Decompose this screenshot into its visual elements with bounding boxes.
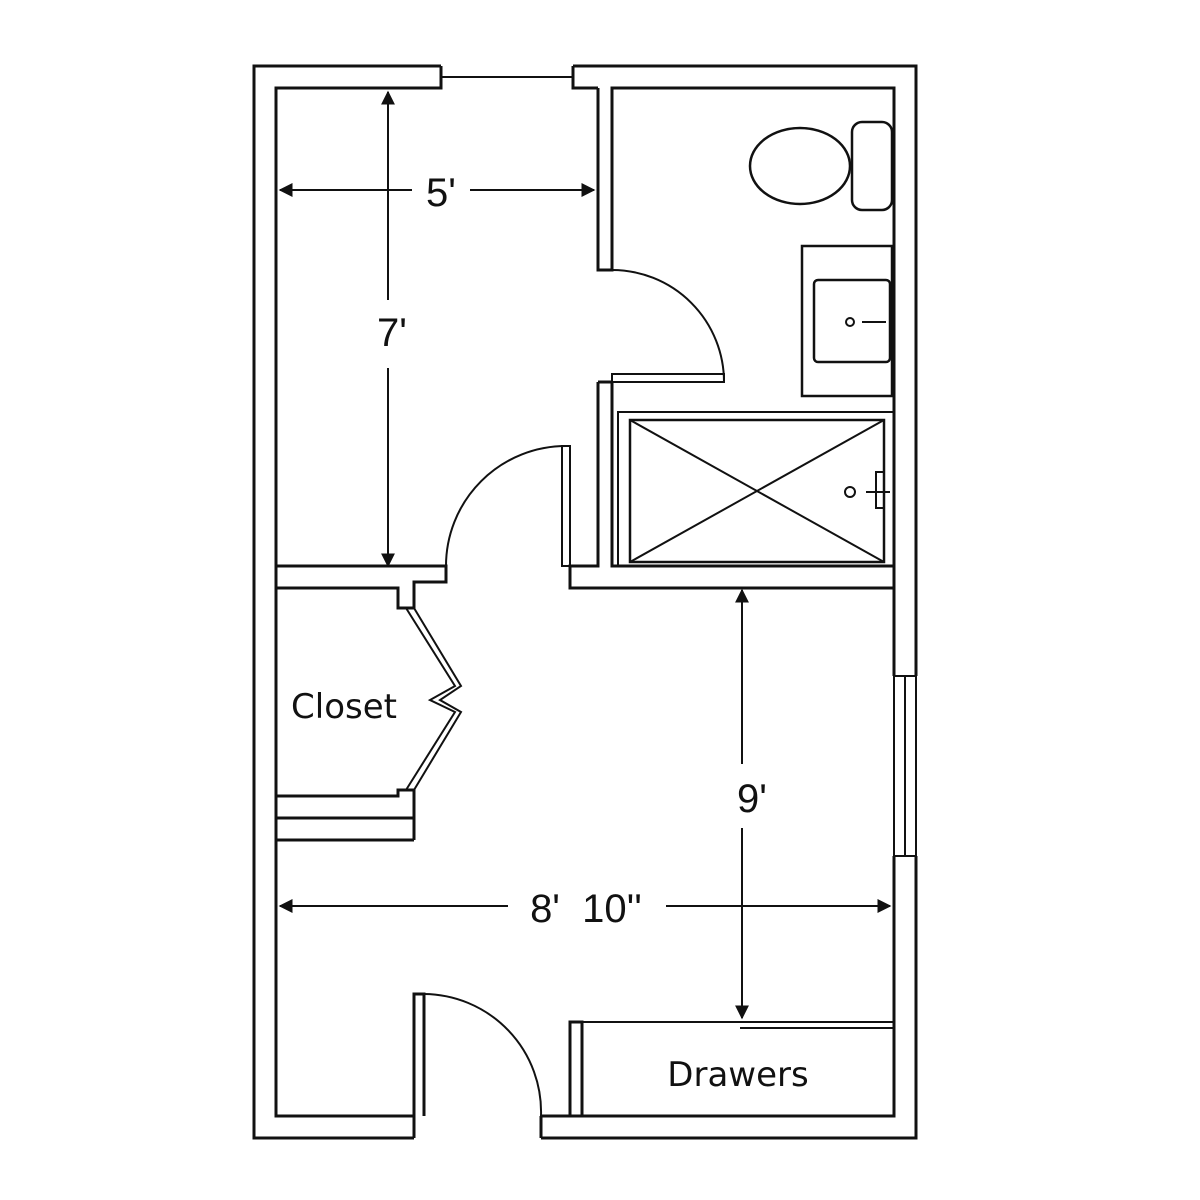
hallway-width-value: 5' — [426, 171, 456, 215]
sink-icon — [800, 244, 894, 398]
dimension-hallway-length: 7' — [377, 90, 407, 568]
bathroom-door[interactable] — [611, 269, 725, 383]
dimension-bedroom-width: 8' 10'' — [278, 887, 892, 931]
toilet-icon — [748, 120, 894, 212]
drawers: Drawers — [568, 1020, 894, 1116]
closet-label: Closet — [291, 687, 397, 727]
hallway-door[interactable] — [445, 445, 571, 567]
hallway-length-value: 7' — [377, 311, 407, 355]
window — [892, 588, 917, 857]
dimension-bedroom-length: 9' — [735, 588, 767, 1020]
outer-walls — [252, 64, 918, 1140]
shower-icon — [617, 411, 895, 567]
dimension-hallway-width: 5' — [278, 171, 596, 215]
closet-bifold-door[interactable] — [405, 607, 463, 791]
bedroom-length-value: 9' — [737, 777, 767, 821]
drawers-label: Drawers — [667, 1055, 808, 1095]
bedroom-door[interactable] — [412, 992, 543, 1138]
bedroom-width-value: 8' 10'' — [530, 887, 642, 931]
